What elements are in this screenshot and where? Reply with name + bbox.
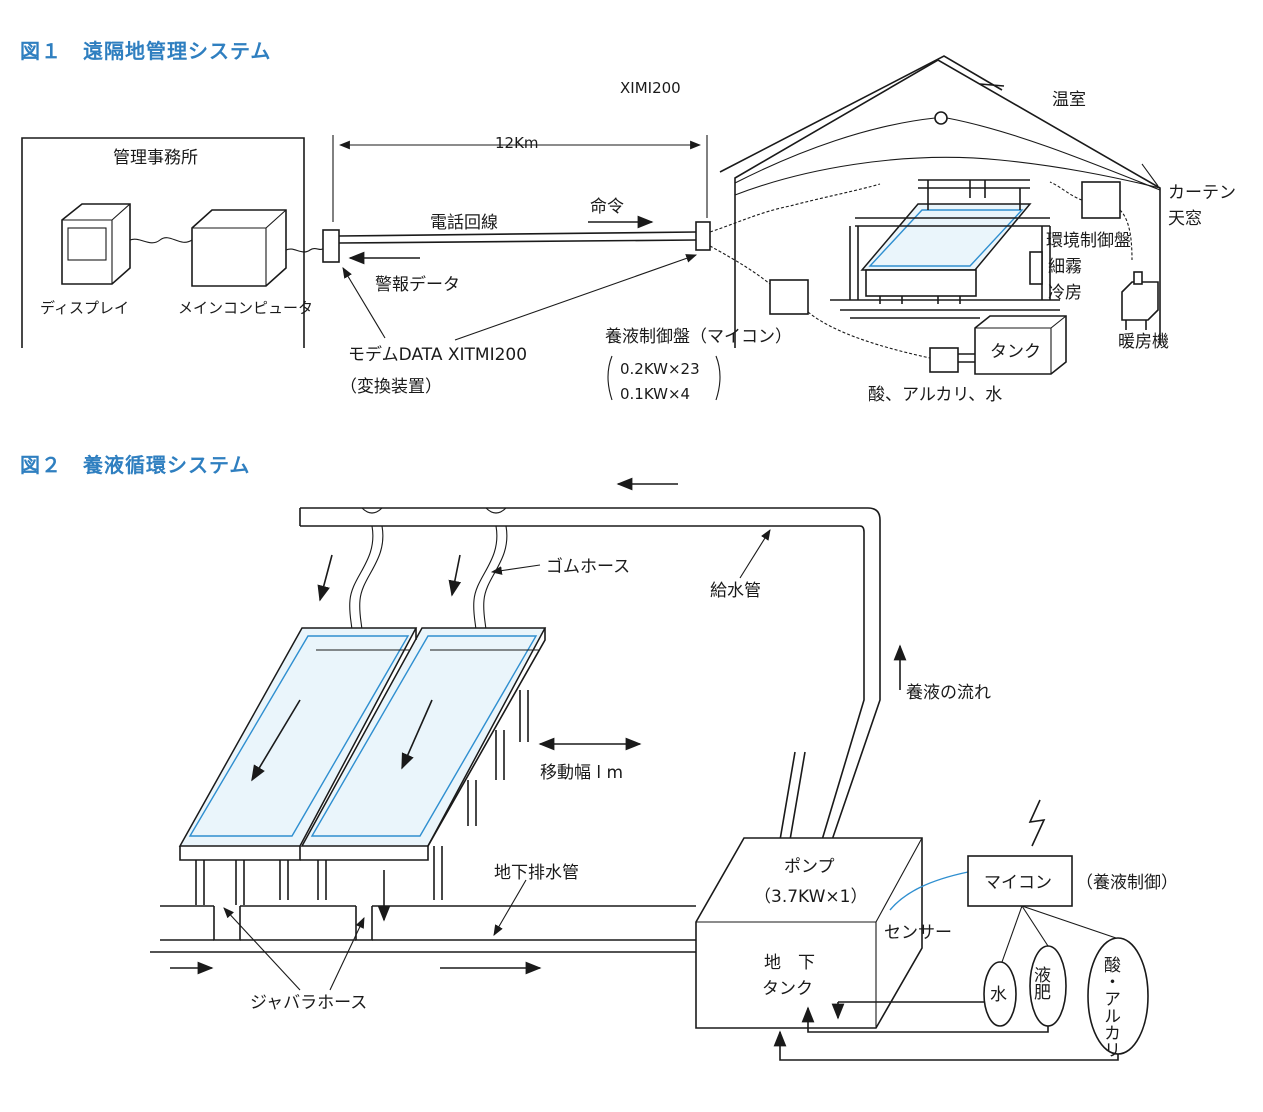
spec-1: 0.2KW×23 (620, 360, 700, 378)
nutrient-panel-label: 養液制御盤（マイコン） (605, 327, 792, 347)
drain-pipe-label: 地下排水管 (494, 863, 579, 883)
drain-pipe (150, 870, 696, 975)
feed-lines (773, 1001, 1119, 1061)
hose-flow-arrow-1 (317, 554, 333, 602)
tank-fig1: タンク (974, 315, 1067, 375)
chem-tanks: 水 液肥 酸・アルカリ (983, 905, 1149, 1058)
spec-bracket-right (715, 355, 721, 401)
fig2-title: 図２ 養液循環システム (20, 453, 250, 477)
display-label: ディスプレイ (40, 299, 129, 317)
display-monitor: ディスプレイ (40, 203, 131, 317)
supply-pipe-label: 給水管 (710, 581, 761, 601)
supply-pipe-leader (739, 529, 771, 579)
sensor-label: センサー (884, 923, 952, 943)
mist-label-1: 細霧 (1048, 257, 1082, 277)
nutrient-panel-box (769, 279, 809, 315)
command-label: 命令 (590, 197, 624, 217)
modem-callout: モデムDATA XITMI200 （変換装置） (340, 254, 698, 397)
heater-label: 暖房機 (1118, 332, 1169, 352)
env-panel-label: 環境制御盤 (1046, 231, 1131, 251)
underground-tank: ポンプ （3.7KW×1） 地 下 タンク (695, 837, 923, 1029)
curtain-label: カーテン (1168, 183, 1236, 203)
acid-alkali-label: 酸・アルカリ (1100, 956, 1121, 1058)
sensor-cable (889, 871, 969, 911)
heater: 暖房機 (1118, 271, 1169, 352)
alarm-label: 警報データ (375, 274, 460, 295)
wire-to-panel (709, 245, 771, 285)
distance-bar: 12Km (332, 134, 708, 222)
fig1-top-label: XIMI200 (620, 79, 681, 97)
hose-flow-arrow-2 (448, 554, 462, 597)
micon-label: マイコン (984, 873, 1052, 893)
spec-2: 0.1KW×4 (620, 385, 690, 403)
tank-label: タンク (990, 342, 1041, 362)
skylight-label: 天窓 (1168, 209, 1202, 229)
bellows-label: ジャバラホース (250, 993, 367, 1013)
computer-cable (285, 247, 325, 253)
drain-pipe-leader (493, 879, 527, 936)
converter-label: （変換装置） (340, 377, 442, 397)
bellows-leader-2 (329, 917, 365, 991)
fertilizer-label: 液肥 (1030, 966, 1051, 1000)
tank-line1: 地 下 (764, 953, 815, 973)
panel-to-chem-wire (807, 311, 931, 359)
env-wire (1049, 181, 1083, 201)
rubber-hose-label: ゴムホース (546, 556, 630, 577)
supply-pipe (299, 507, 881, 841)
lightning-icon (1028, 799, 1046, 847)
chem-box (929, 347, 959, 373)
growing-trays (178, 627, 547, 905)
modem-office (322, 229, 340, 263)
chem-label: 酸、アルカリ、水 (868, 385, 1002, 405)
pump-label: ポンプ (784, 857, 835, 877)
greenhouse-label: 温室 (1052, 90, 1086, 110)
rubber-hose-leader (490, 564, 541, 575)
phone-line-label: 電話回線 (430, 213, 498, 233)
phone-line: 電話回線 命令 警報データ (338, 197, 697, 295)
env-wire-2 (1119, 209, 1133, 261)
wire-to-env (709, 183, 881, 233)
flow-label: 養液の流れ (906, 683, 991, 703)
greenhouse: 温室 カーテン 天窓 (719, 55, 1236, 348)
modem-remote (695, 221, 711, 251)
computer-label: メインコンピュータ (178, 299, 313, 317)
micon: マイコン （養液制御） (967, 799, 1178, 907)
office-frame: 管理事務所 (21, 137, 305, 348)
mist-unit (1029, 251, 1043, 285)
distance-label: 12Km (495, 134, 539, 152)
office-label: 管理事務所 (113, 148, 198, 168)
micon-note: （養液制御） (1076, 873, 1178, 893)
spec-bracket-left (607, 355, 613, 401)
water-label: 水 (990, 985, 1007, 1005)
env-panel-box (1081, 181, 1121, 219)
pump-spec: （3.7KW×1） (754, 887, 867, 907)
bellows-leader-1 (223, 907, 301, 991)
fig1-title: 図１ 遠隔地管理システム (20, 39, 271, 63)
rubber-hoses (349, 507, 508, 649)
display-cable (129, 237, 193, 244)
main-computer: メインコンピュータ (178, 209, 313, 317)
modem-label: モデムDATA XITMI200 (348, 344, 527, 365)
tank-line2: タンク (762, 979, 813, 999)
mist-label-2: 冷房 (1048, 283, 1082, 303)
move-width-label: 移動幅 l m (540, 763, 623, 783)
greenhouse-bench (830, 179, 1060, 319)
